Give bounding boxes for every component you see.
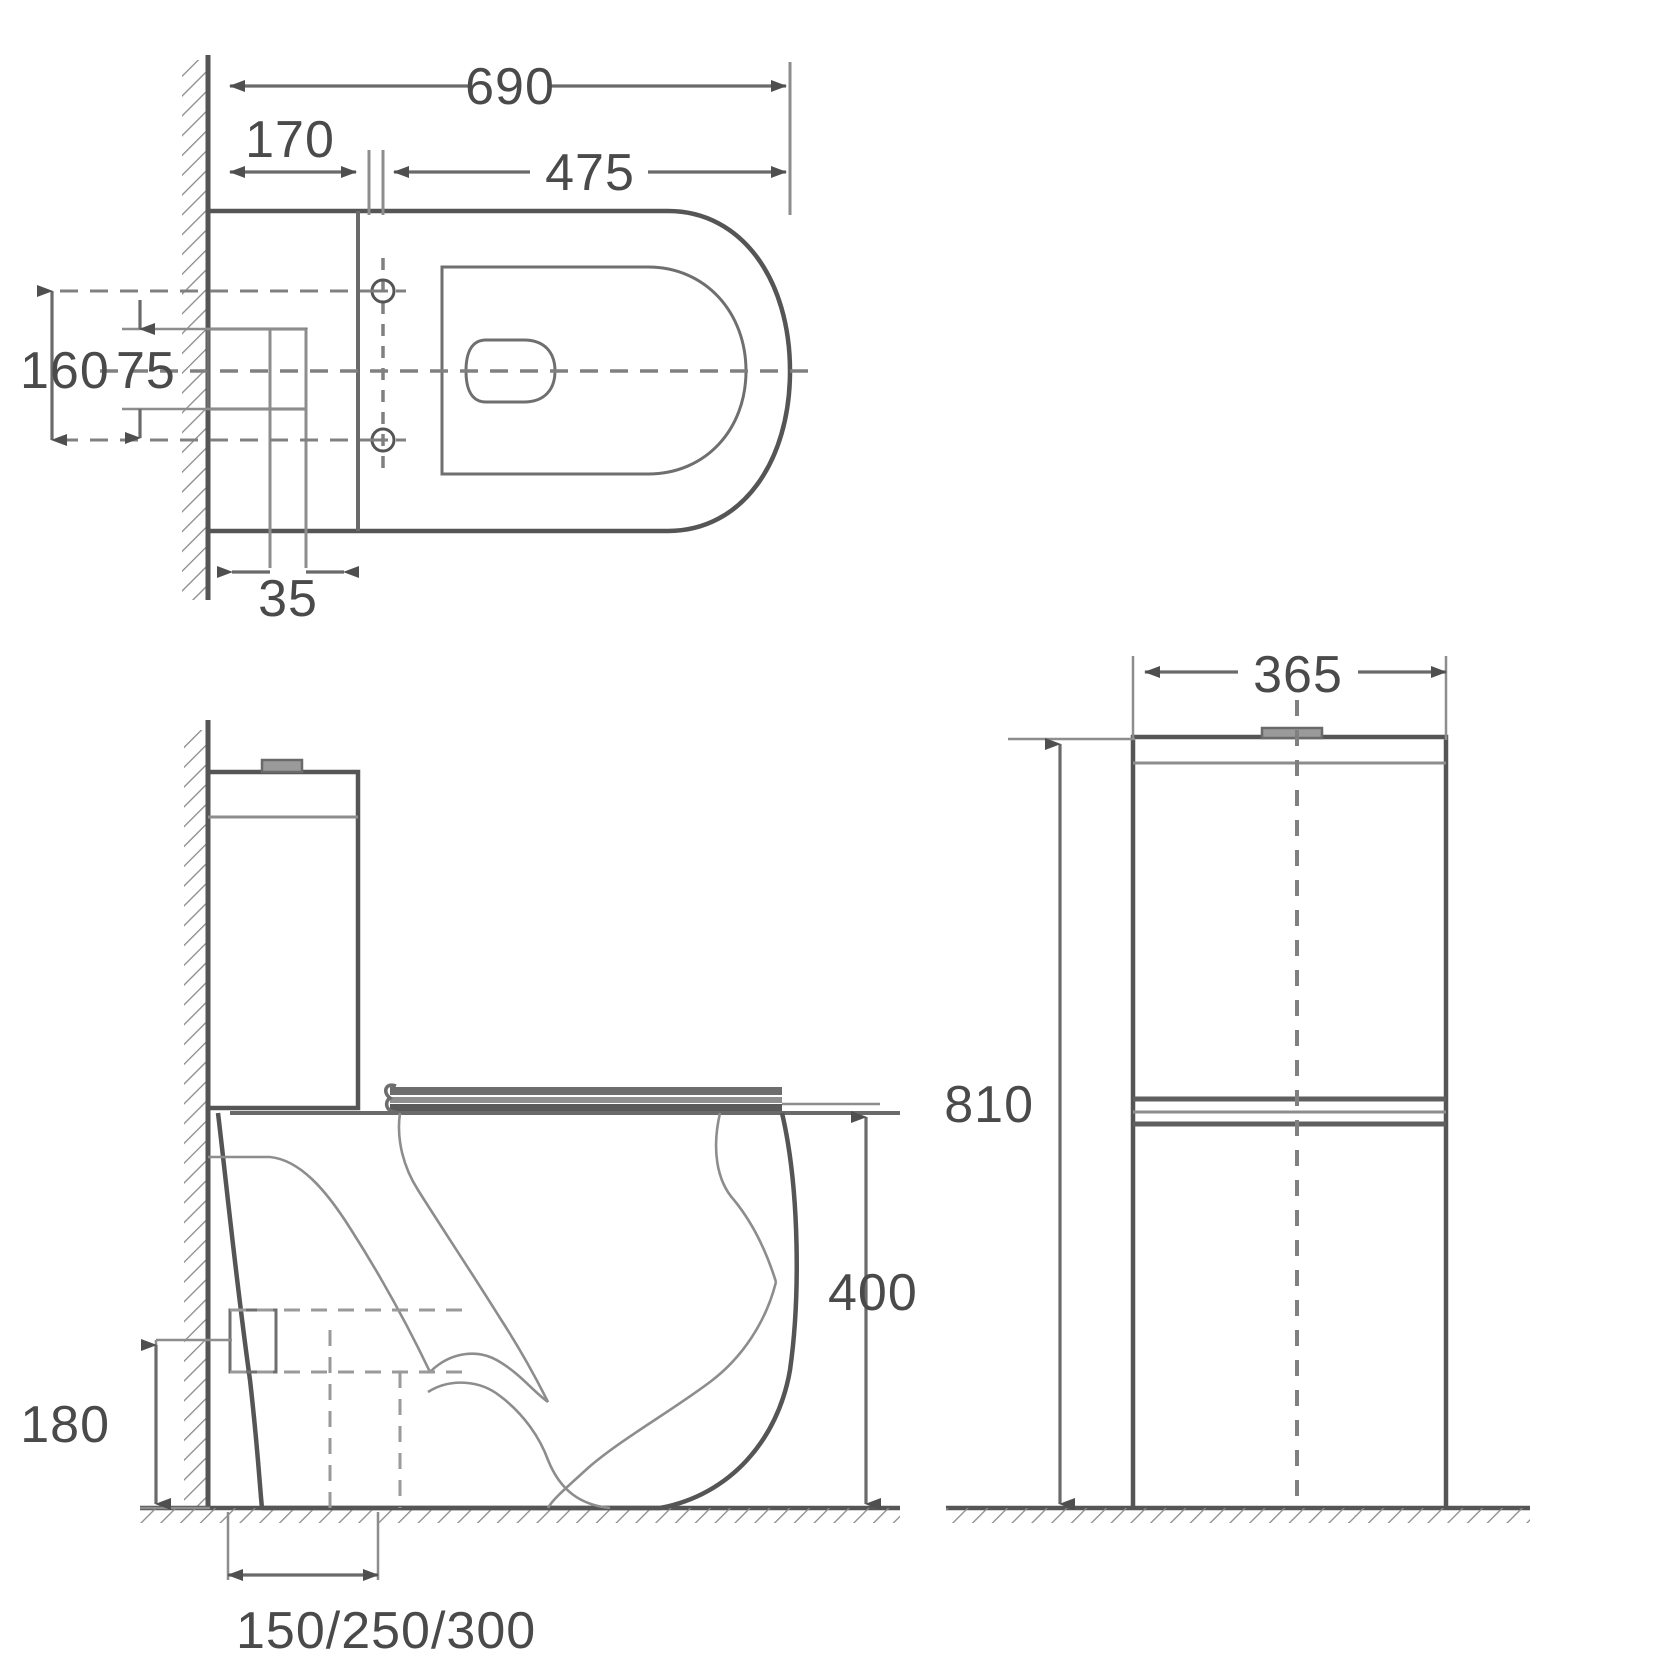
top-view-ext-160 (60, 289, 383, 442)
side-view-seat-lid (384, 1083, 782, 1114)
dim-180-label: 180 (20, 1396, 110, 1454)
side-view-outlet-box (228, 1308, 278, 1374)
side-view-wall (184, 720, 211, 1510)
top-view-wall (182, 55, 211, 600)
dim-160: 160 (20, 285, 110, 446)
dim-75: 75 (116, 300, 176, 444)
top-view: 690 170 475 160 75 (20, 55, 820, 628)
dim-170: 170 (229, 111, 357, 178)
front-view: 365 810 (944, 646, 1530, 1523)
side-view-hidden-outlet (230, 1308, 470, 1508)
dim-810-label: 810 (944, 1076, 1034, 1134)
dim-810: 810 (944, 738, 1075, 1510)
top-view-inlet-box (206, 327, 308, 411)
side-view-internal-outlines (208, 1112, 778, 1510)
side-view-bowl (215, 1112, 799, 1511)
top-view-inlet-pipe (268, 329, 308, 568)
side-view: 400 180 150/250/300 (20, 720, 918, 1660)
dim-75-label: 75 (116, 342, 176, 400)
dim-35-label: 35 (258, 570, 318, 628)
front-view-seat-band (1133, 1096, 1446, 1127)
dim-475: 475 (393, 144, 787, 202)
dim-35: 35 (217, 566, 359, 628)
front-view-floor (946, 1505, 1530, 1523)
dim-170-label: 170 (245, 111, 335, 169)
dim-rough-in-label: 150/250/300 (236, 1602, 536, 1660)
dim-475-label: 475 (545, 144, 635, 202)
dim-180: 180 (20, 1339, 171, 1510)
dim-365: 365 (1144, 646, 1447, 704)
dim-160-label: 160 (20, 342, 110, 400)
top-view-outlet-opening (464, 338, 557, 404)
dim-400: 400 (782, 1102, 918, 1510)
side-view-cistern (208, 769, 361, 1111)
dim-400-label: 400 (828, 1264, 918, 1322)
top-view-cistern-divider (356, 150, 385, 531)
side-view-flush-button (260, 758, 304, 774)
dim-690: 690 (229, 58, 792, 215)
dim-690-label: 690 (465, 58, 555, 116)
front-view-flush-button (1260, 726, 1324, 740)
dim-rough-in: 150/250/300 (226, 1512, 536, 1660)
dim-365-label: 365 (1253, 646, 1343, 704)
